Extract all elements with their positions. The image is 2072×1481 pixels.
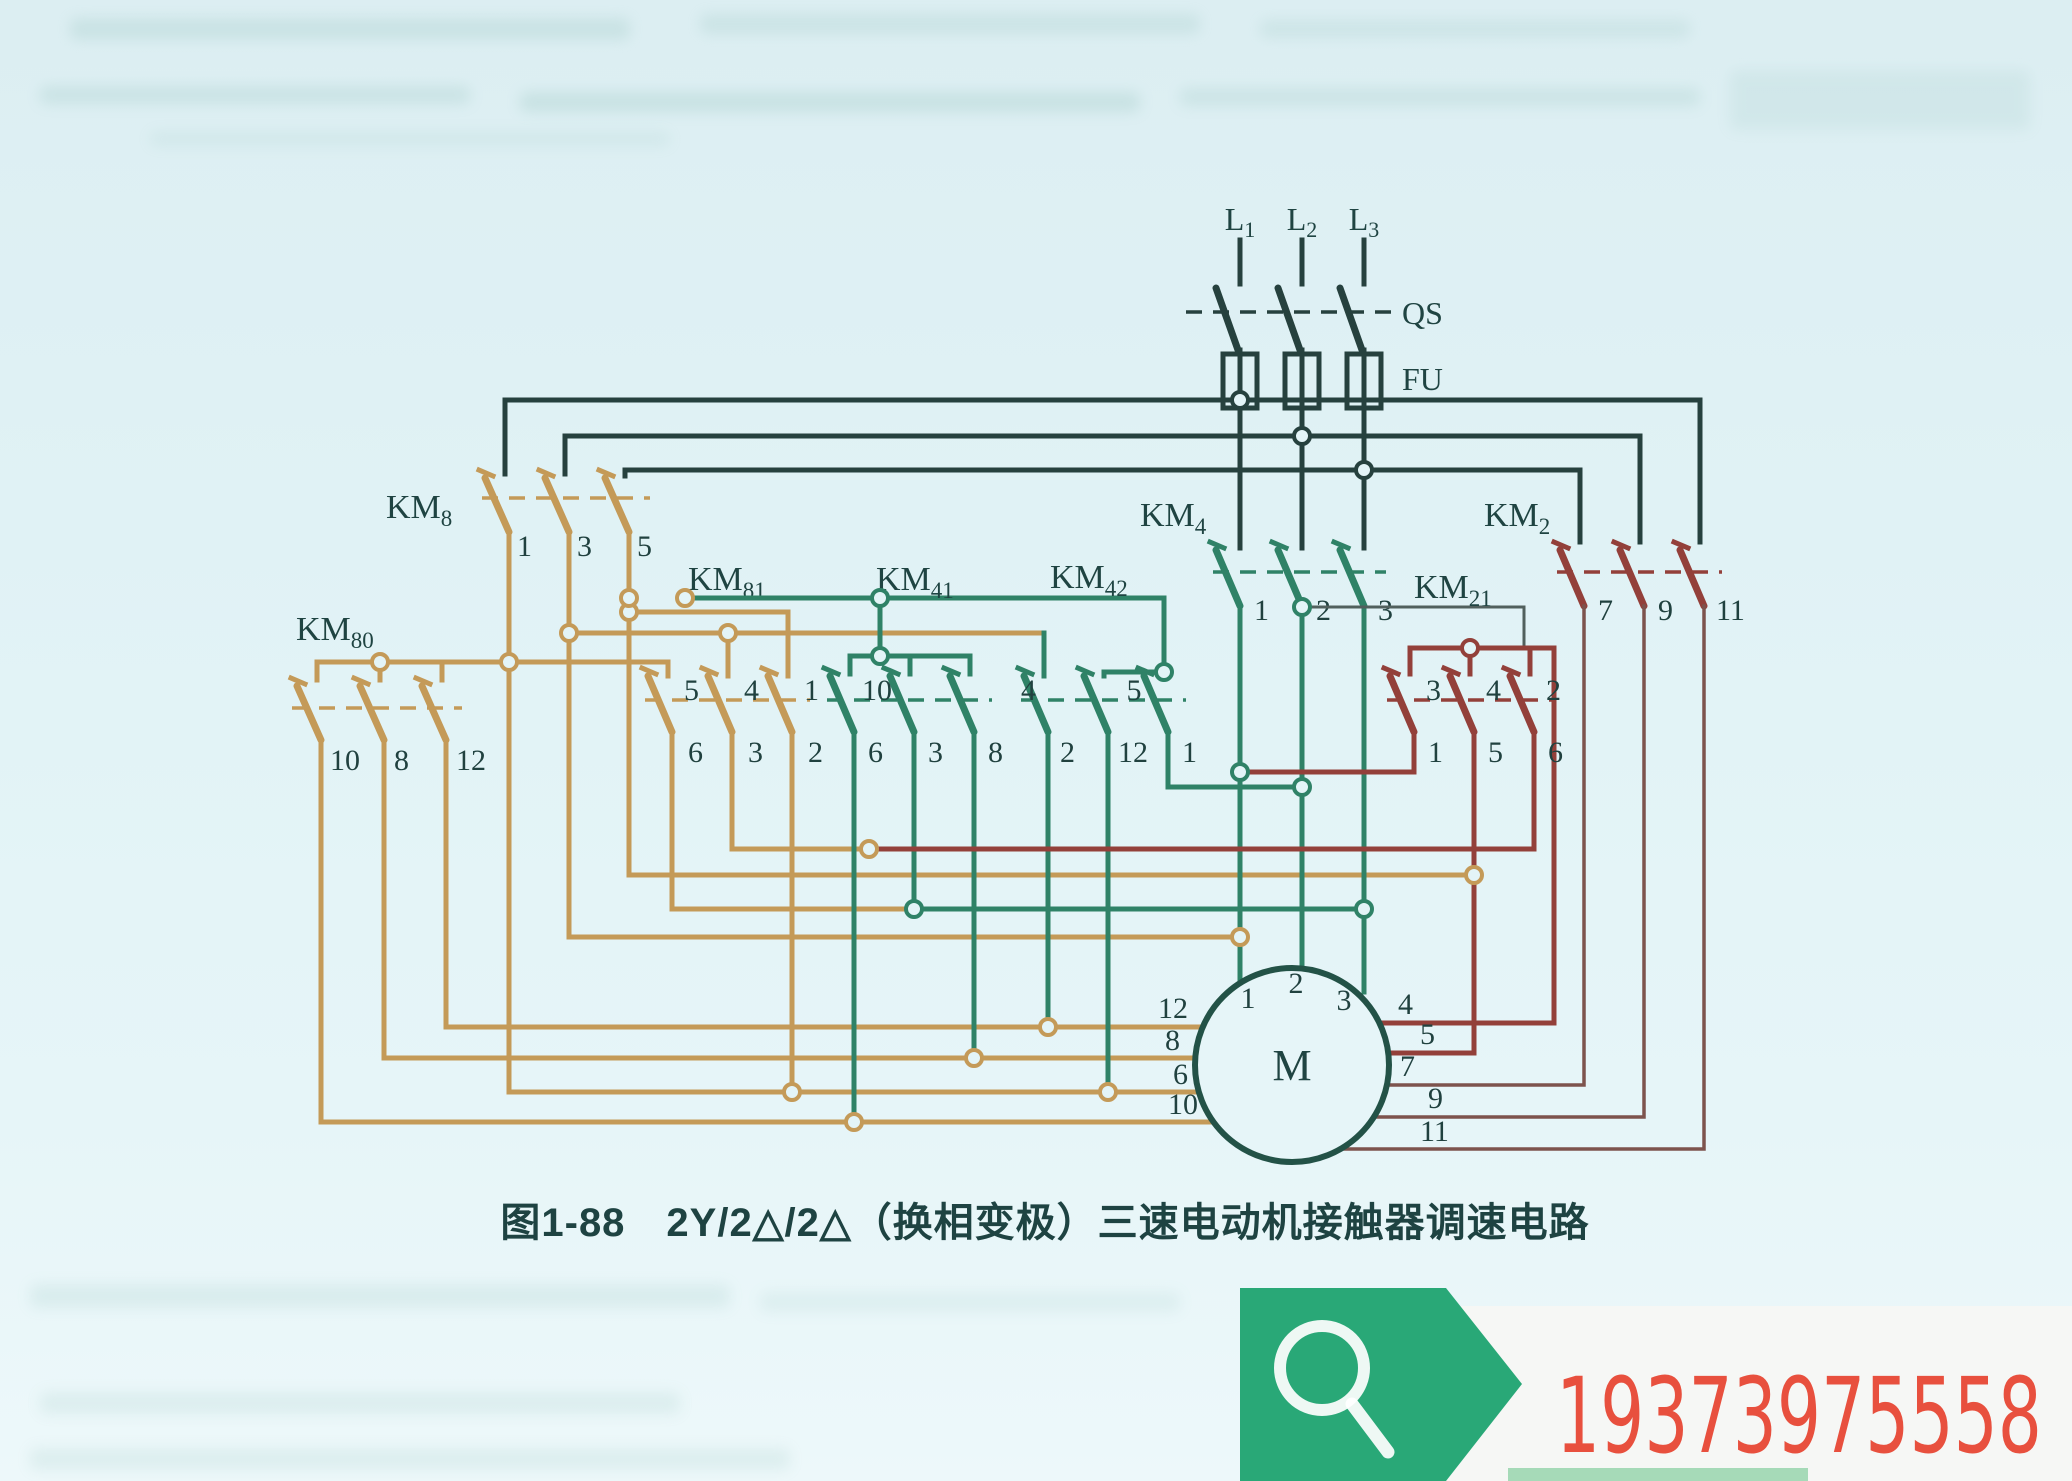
km4-pole-number: 3 [1378,594,1393,627]
phase-l3-label: L3 [1349,201,1380,242]
motor-terminal-number: 6 [1173,1058,1188,1091]
bleed-artifact [520,92,1140,112]
motor-label: M [1272,1041,1311,1090]
motor-terminal-number: 4 [1398,988,1413,1021]
contactor-km8: KM8 1 3 5 [386,466,1477,1095]
km4-label: KM4 [1140,497,1207,539]
motor-terminal-number: 2 [1289,967,1304,1000]
km80-pole-number: 10 [330,744,360,777]
km4-pole-number: 2 [1316,594,1331,627]
km21-top-number: 2 [1546,674,1561,707]
km41-bottom-number: 3 [928,736,943,769]
watermark-panel [1424,1306,2072,1481]
switch-qs-label: QS [1402,295,1443,331]
motor-terminal-number: 7 [1400,1050,1415,1083]
km42-top-number: 5 [1127,674,1142,707]
watermark-green-strip [1508,1468,1808,1481]
km21-top-number: 3 [1426,674,1441,707]
km41-bottom-number: 8 [988,736,1003,769]
km41-top-number: 10 [862,674,892,707]
motor-terminal-number: 9 [1428,1082,1443,1115]
km8-label: KM8 [386,489,452,531]
km81-top-number: 5 [684,674,699,707]
bleed-artifact [30,1448,790,1470]
contactor-km42: KM42 4 5 2 12 1 [1014,559,1305,1095]
bleed-artifact [700,14,1200,34]
magnifier-icon [1274,1320,1395,1459]
phase-l1-label: L1 [1225,201,1256,242]
km81-top-number: 4 [744,674,759,707]
km2-pole-number: 7 [1598,594,1613,627]
km2-pole-number: 11 [1716,594,1745,627]
km21-top-number: 4 [1486,674,1501,707]
watermark-overlay: 19373975558 [1240,1288,2072,1481]
contactor-km80: KM80 10 8 12 [287,611,1217,1125]
bleed-artifact [70,18,630,40]
km21-label: KM21 [1414,569,1492,611]
bleed-artifact [1180,88,1700,106]
bleed-artifact [40,86,470,104]
km81-bottom-number: 6 [688,736,703,769]
km42-top-number: 4 [1021,674,1036,707]
km21-bottom-number: 6 [1548,736,1563,769]
motor-terminal-number: 8 [1165,1024,1180,1057]
bus-lines [502,397,1703,545]
motor-terminal-number: 10 [1168,1088,1198,1121]
km2-pole-number: 9 [1658,594,1673,627]
contactor-km41: KM41 10 6 3 8 [682,561,1367,1125]
km80-pole-number: 8 [394,744,409,777]
km2-label: KM2 [1484,497,1550,539]
km8-pole-number: 5 [637,530,652,563]
km81-bottom-number: 3 [748,736,763,769]
bleed-artifact [1260,20,1690,38]
motor-terminal-number: 12 [1158,992,1188,1025]
km81-top-number: 1 [804,674,819,707]
km21-bottom-number: 5 [1488,736,1503,769]
km4-pole-number: 1 [1254,594,1269,627]
power-section: L1 L2 L3 QS FU [1186,201,1443,551]
km41-bottom-number: 6 [868,736,883,769]
junction-dots [370,390,1484,1132]
contactor-km2: KM2 7 9 11 [1339,497,1745,1151]
motor-terminal-number: 11 [1420,1115,1449,1148]
km21-bottom-number: 1 [1428,736,1443,769]
bleed-artifact [1730,70,2030,130]
km42-label: KM42 [1050,559,1128,601]
contactor-km21: KM21 3 4 2 1 5 6 [866,569,1563,1056]
motor-terminal-number: 1 [1241,982,1256,1015]
km42-bottom-number: 12 [1118,736,1148,769]
fuse-fu-label: FU [1402,361,1443,397]
km42-bottom-number: 1 [1182,736,1197,769]
bleed-artifact [760,1292,1180,1312]
km80-label: KM80 [296,611,374,653]
km80-pole-number: 12 [456,744,486,777]
km81-bottom-number: 2 [808,736,823,769]
km8-pole-number: 3 [577,530,592,563]
contactor-km81: KM81 5 4 1 6 3 2 [506,561,1047,1095]
watermark-phone-number: 19373975558 [1556,1355,2042,1477]
motor-terminal-number: 3 [1337,984,1352,1017]
phase-l2-label: L2 [1287,201,1318,242]
motor-terminal-number: 5 [1420,1018,1435,1051]
bleed-artifact [150,132,670,146]
km42-bottom-number: 2 [1060,736,1075,769]
figure-caption: 图1-88 2Y/2△/2△（换相变极）三速电动机接触器调速电路 [500,1201,1589,1245]
km8-pole-number: 1 [517,530,532,563]
watermark-badge [1240,1288,1522,1481]
contactor-km4: KM4 1 2 3 [1140,497,1393,995]
bleed-artifact [30,1284,730,1308]
bleed-artifact [40,1392,680,1414]
motor-symbol: M 1 2 3 12 8 6 10 4 5 7 9 11 [1158,965,1449,1165]
